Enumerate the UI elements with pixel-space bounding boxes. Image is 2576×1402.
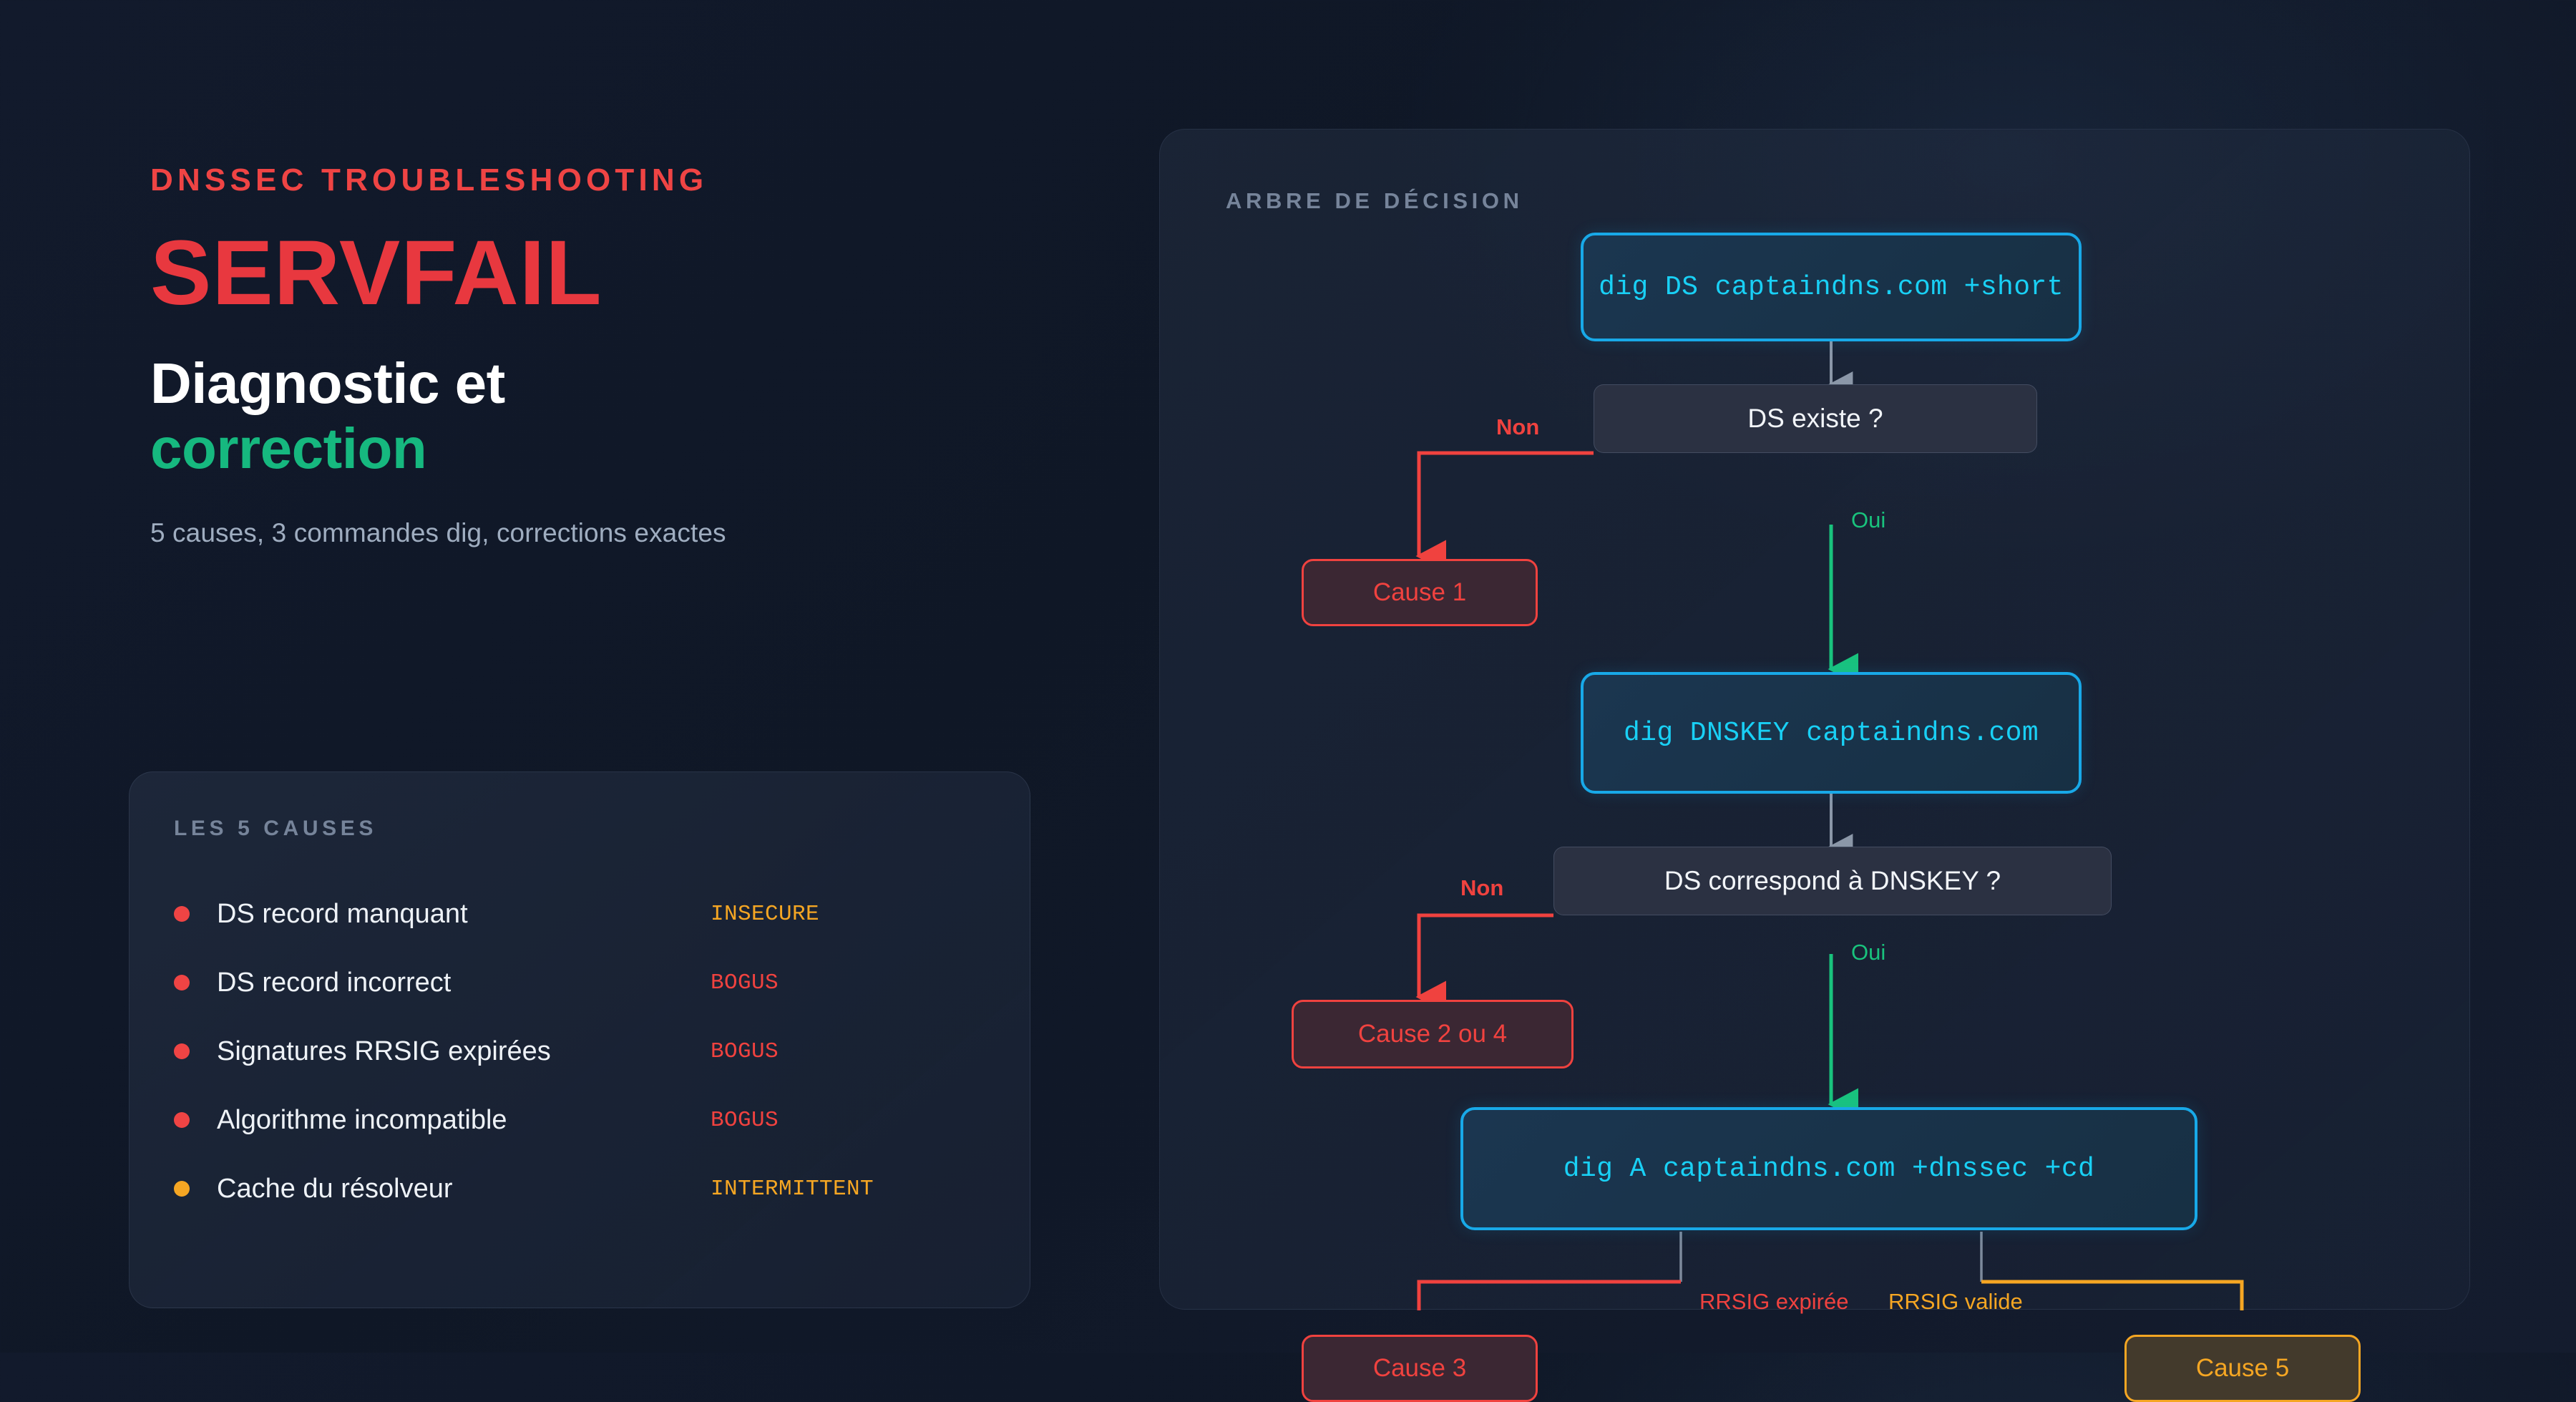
command-node-dig-a-dnssec[interactable]: dig A captaindns.com +dnssec +cd: [1460, 1107, 2197, 1230]
outcome-node-cause-1-text: Cause 1: [1372, 578, 1467, 606]
outcome-node-cause-5[interactable]: Cause 5: [2124, 1335, 2361, 1402]
edge-label-oui-2: Oui: [1851, 940, 1886, 965]
status-badge: INTERMITTENT: [711, 1176, 874, 1202]
outcome-node-cause-5-text: Cause 5: [2195, 1354, 2290, 1382]
command-node-dig-a-dnssec-text: dig A captaindns.com +dnssec +cd: [1563, 1153, 2095, 1184]
status-badge: BOGUS: [711, 1038, 779, 1064]
status-dot-icon: [174, 906, 190, 922]
status-dot-icon: [174, 1181, 190, 1197]
outcome-node-cause-3[interactable]: Cause 3: [1302, 1335, 1538, 1402]
decision-tree-title: ARBRE DE DÉCISION: [1226, 188, 1523, 213]
page-title: SERVFAIL: [150, 222, 602, 324]
cause-row: Algorithme incompatible BOGUS: [174, 1086, 990, 1154]
status-dot-icon: [174, 1043, 190, 1059]
outcome-node-cause-3-text: Cause 3: [1372, 1354, 1467, 1382]
decision-node-ds-matches-dnskey[interactable]: DS correspond à DNSKEY ?: [1553, 847, 2112, 915]
command-node-dig-dnskey[interactable]: dig DNSKEY captaindns.com: [1581, 672, 2082, 794]
decision-node-ds-matches-dnskey-text: DS correspond à DNSKEY ?: [1664, 866, 2001, 895]
edge-label-oui-1: Oui: [1851, 507, 1886, 532]
status-badge: BOGUS: [711, 1107, 779, 1133]
status-badge: INSECURE: [711, 901, 820, 927]
cause-label: Algorithme incompatible: [217, 1104, 507, 1135]
headline-line-2: correction: [150, 417, 427, 481]
outcome-node-cause-1[interactable]: Cause 1: [1302, 559, 1538, 626]
status-dot-icon: [174, 975, 190, 990]
cause-row: DS record manquant INSECURE: [174, 880, 990, 948]
causes-list: DS record manquant INSECURE DS record inco…: [174, 880, 990, 1223]
cause-label: DS record incorrect: [217, 967, 452, 998]
command-node-dig-ds-text: dig DS captaindns.com +short: [1599, 271, 2064, 303]
outcome-node-cause-2-ou-4[interactable]: Cause 2 ou 4: [1292, 1000, 1574, 1068]
command-node-dig-ds[interactable]: dig DS captaindns.com +short: [1581, 233, 2082, 341]
outcome-node-cause-2-ou-4-text: Cause 2 ou 4: [1357, 1020, 1508, 1048]
decision-node-ds-exists-text: DS existe ?: [1747, 404, 1883, 433]
command-node-dig-dnskey-text: dig DNSKEY captaindns.com: [1623, 717, 2039, 749]
decision-tree-panel: ARBRE DE DÉCISION: [1159, 129, 2470, 1402]
cause-row: DS record incorrect BOGUS: [174, 948, 990, 1017]
connector-lines: [1415, 341, 2244, 1310]
decision-node-ds-exists[interactable]: DS existe ?: [1594, 384, 2037, 453]
headline-line-1: Diagnostic et: [150, 351, 505, 415]
edge-label-non-2: Non: [1460, 875, 1504, 900]
hero-subtitle: 5 causes, 3 commandes dig, corrections e…: [150, 518, 726, 548]
edge-label-rrsig-expiree: RRSIG expirée: [1699, 1289, 1849, 1314]
cause-row: Cache du résolveur INTERMITTENT: [174, 1154, 990, 1223]
decision-tree-canvas: dig DS captaindns.com +short DS existe ?…: [1160, 130, 2469, 1402]
hero-column: DNSSEC TROUBLESHOOTING SERVFAIL Diagnost…: [150, 165, 1080, 548]
cause-label: Signatures RRSIG expirées: [217, 1036, 551, 1066]
edge-label-non-1: Non: [1496, 414, 1540, 439]
eyebrow-label: DNSSEC TROUBLESHOOTING: [150, 162, 708, 198]
cause-row: Signatures RRSIG expirées BOGUS: [174, 1017, 990, 1086]
causes-card-title: LES 5 CAUSES: [174, 817, 377, 840]
status-dot-icon: [174, 1112, 190, 1128]
cause-label: DS record manquant: [217, 898, 468, 929]
edge-label-rrsig-valide: RRSIG valide: [1888, 1289, 2023, 1314]
cause-label: Cache du résolveur: [217, 1173, 453, 1204]
status-badge: BOGUS: [711, 970, 779, 995]
